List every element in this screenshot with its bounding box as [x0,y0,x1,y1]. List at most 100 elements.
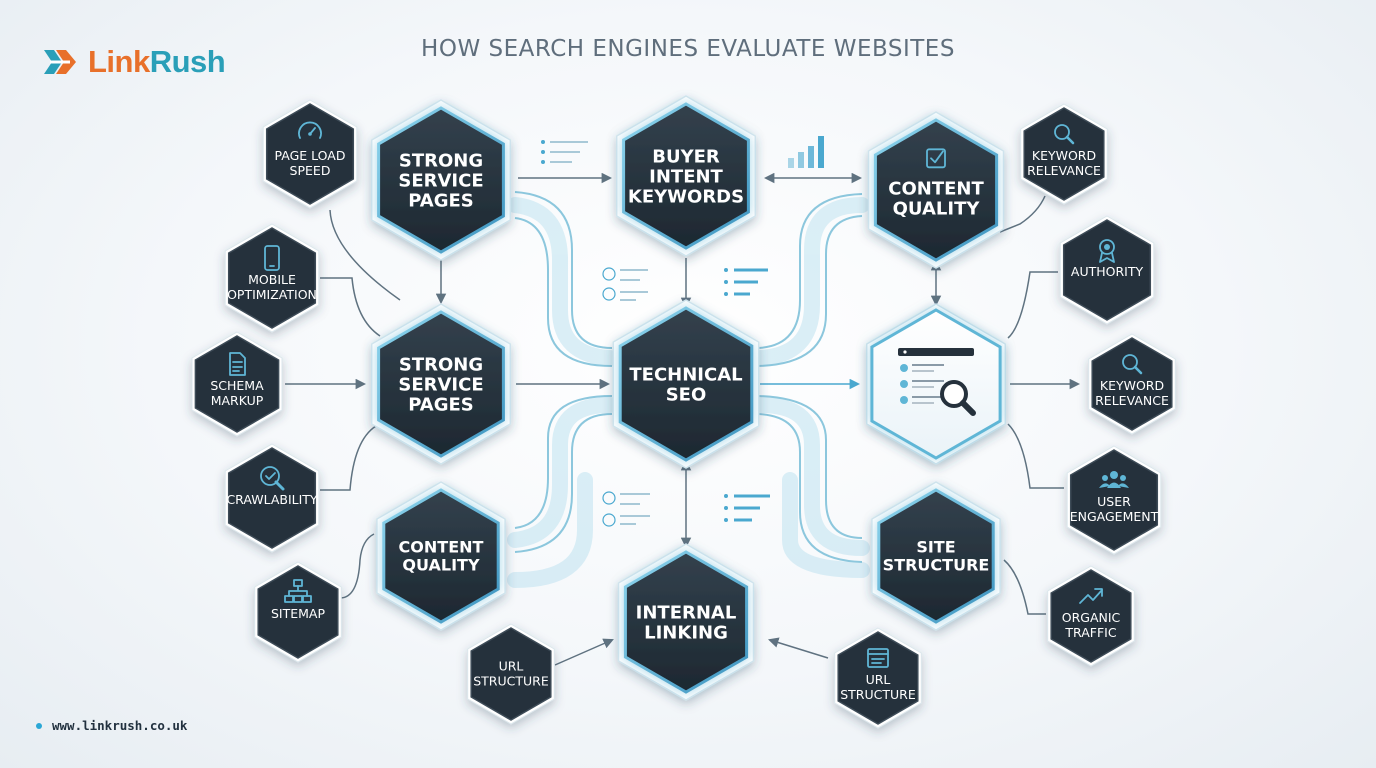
node-label: KEYWORDS [628,186,744,207]
node-label: SCHEMA [210,378,264,393]
footer-url[interactable]: www.linkrush.co.uk [52,718,188,733]
node-sitemap[interactable]: SITEMAP [254,561,342,663]
node-label: SEO [666,384,707,405]
hexagon-shape [1023,107,1105,201]
magnifier-icon [1054,124,1075,145]
hexagon-shape [1062,219,1152,321]
hexagon-shape [877,488,995,624]
node-label: CRAWLABILITY [226,492,317,507]
node-label: STRONG [399,354,483,375]
node-crawlability[interactable]: CRAWLABILITY [224,443,320,553]
list-bars-decoration [724,494,770,522]
brand-name: LinkRush [88,44,226,80]
search-results-icon [898,348,976,416]
node-label: AUTHORITY [1071,264,1144,279]
node-label: RELEVANCE [1095,393,1169,408]
node-label: RELEVANCE [1027,163,1101,178]
brand-name-part2: Rush [149,44,226,79]
magnifier-icon [1122,354,1143,375]
hexagon-shape [194,335,280,433]
hexagon-shape [377,106,505,254]
flow-channels [507,191,870,588]
document-icon [229,352,246,376]
node-label: USER [1097,494,1131,509]
node-label: CONTENT [399,538,484,557]
node-label: URL [866,672,891,687]
hexagon-shape [623,550,749,694]
node-label: LINKING [644,622,728,643]
node-label: URL [499,659,524,674]
page-title: HOW SEARCH ENGINES EVALUATE WEBSITES [421,36,955,62]
node-label: STRUCTURE [840,687,916,702]
footer: www.linkrush.co.uk [36,718,187,733]
hexagon-shape [470,627,552,721]
node-label: ORGANIC [1062,610,1121,625]
node-label: SERVICE [398,374,483,395]
hexagon-shape [618,306,754,462]
node-authority[interactable]: AUTHORITY [1059,215,1155,325]
node-label: QUALITY [402,556,480,575]
feedback-list-decoration [602,491,650,527]
node-label: BUYER [652,146,720,167]
node-search-results[interactable] [865,303,1007,465]
hexagon-shape [377,310,505,458]
hexagon-shape [257,565,339,659]
footer-bullet [36,722,42,729]
node-label: INTENT [649,166,723,187]
node-label: SITEMAP [271,606,325,621]
node-label: ENGAGEMENT [1070,509,1159,524]
hexagon-shape [382,488,500,624]
node-label: MARKUP [211,393,264,408]
speedometer-icon [298,121,322,139]
checkbox-icon [926,148,946,169]
hexagon-shape [1050,569,1132,663]
node-label: PAGES [408,394,474,415]
sitemap-icon [284,579,312,603]
list-lines-decoration [541,140,588,164]
connectors [285,172,1081,666]
hexagon-shape [265,103,355,205]
node-label: TRAFFIC [1064,625,1116,640]
brand-logo: LinkRush [40,40,226,84]
node-label: QUALITY [893,198,981,219]
hexagon-shape [1069,449,1159,551]
node-label: KEYWORD [1032,148,1096,163]
hexagon-shape [227,227,317,329]
link-logo-icon [44,50,76,74]
award-badge-icon [1099,239,1115,263]
bar-chart-decoration [788,136,824,168]
hexagon-shape [622,102,750,250]
node-label: SPEED [290,163,331,178]
decorations [541,136,824,527]
hexagon-shape [227,447,317,549]
progress-list-decoration [724,268,768,296]
hexagon-shape [837,631,919,725]
node-label: KEYWORD [1100,378,1164,393]
node-label: SITE [916,538,955,557]
brand-name-part1: Link [88,44,150,79]
browser-window-icon [867,648,889,668]
hexagon-shape [1091,337,1173,431]
hexagon-shape [870,308,1002,460]
node-label: STRUCTURE [473,674,549,689]
trending-up-icon [1079,588,1103,604]
node-label: CONTENT [888,178,984,199]
